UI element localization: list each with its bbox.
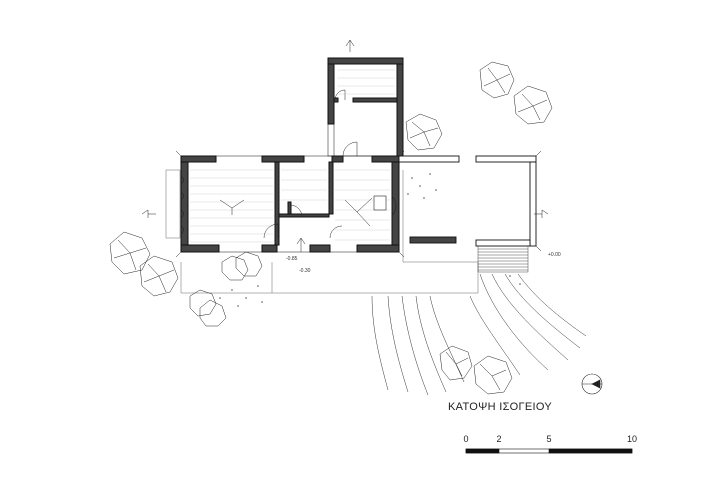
- main-house-walls: [180, 155, 400, 253]
- north-arrow-icon: [581, 373, 603, 395]
- floor-pattern: [190, 169, 390, 243]
- level-mark-lower: -0.85: [286, 256, 298, 262]
- scale-bar: [465, 448, 633, 454]
- site-outline: [165, 169, 479, 294]
- east-courtyard-walls: [398, 150, 542, 252]
- section-markers: [141, 39, 549, 252]
- level-mark-east: +0.00: [548, 252, 561, 258]
- scale-label-10: 10: [626, 434, 638, 444]
- scale-label-5: 5: [546, 434, 552, 444]
- level-mark-entry: -0.30: [299, 268, 311, 274]
- windows: [180, 175, 397, 235]
- scale-label-0: 0: [463, 434, 469, 444]
- terrain-contours: [371, 273, 587, 396]
- north-annex-walls: [327, 57, 404, 157]
- drawing-title: ΚΑΤΟΨΗ ΙΣΟΓΕΙΟΥ: [447, 401, 553, 413]
- ground-texture: [219, 173, 521, 307]
- scale-label-2: 2: [496, 434, 502, 444]
- staircase: [477, 245, 529, 273]
- trees: [109, 61, 553, 395]
- door-swings: [263, 89, 358, 239]
- annex-floor-pattern: [337, 69, 395, 95]
